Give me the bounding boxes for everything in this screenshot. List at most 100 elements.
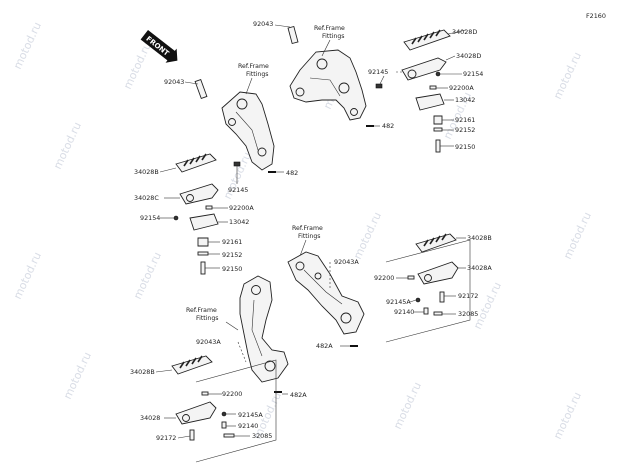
damper-92161-top (433, 115, 443, 125)
part-label: 92154 (140, 214, 160, 222)
watermark: motod.ru (471, 280, 504, 331)
part-label: 13042 (455, 96, 475, 104)
watermark: motod.ru (391, 380, 424, 431)
svg-text:Fittings: Fittings (322, 33, 344, 40)
svg-text:Fittings: Fittings (246, 71, 268, 78)
part-label: 482 (382, 122, 394, 130)
part-label: 32085 (252, 432, 272, 440)
part-label: 92043A (196, 338, 221, 346)
bracket-13042-left (189, 213, 219, 231)
washer-92152-top (433, 127, 443, 132)
washer-92152-left (197, 251, 209, 256)
part-label: 92140 (238, 422, 258, 430)
frame-bracket-top (289, 49, 367, 121)
part-label: 92145 (228, 186, 248, 194)
part-label: 92150 (455, 143, 475, 151)
part-label: 92200A (449, 84, 474, 92)
bolt-92150-top (435, 139, 441, 153)
part-label: 92200A (229, 204, 254, 212)
footpeg-body-left (179, 183, 219, 205)
footpeg-body-top-right (401, 57, 447, 81)
part-label: 34028B (134, 168, 159, 176)
part-label: 92145A (238, 411, 263, 419)
part-label: 92152 (455, 126, 475, 134)
svg-text:Ref.Frame: Ref.Frame (186, 307, 217, 314)
ref-note-top: Ref.Frame Fittings (314, 25, 345, 40)
watermark: motod.ru (121, 40, 154, 91)
part-label: 92161 (222, 238, 242, 246)
part-label: 92043A (334, 258, 359, 266)
pin-92043-left (194, 78, 208, 100)
part-label: 92200 (222, 390, 242, 398)
part-label: 92150 (222, 265, 242, 273)
washer-92200A-left (205, 205, 213, 210)
spring-92154-left (173, 215, 179, 221)
bolt-92150-left (200, 261, 206, 275)
washer-92200A-top (429, 85, 437, 90)
diagram-code: F2160 (586, 12, 606, 20)
washer-32085-right (433, 311, 443, 316)
spring-92145-left (233, 161, 241, 167)
group-outline-right (385, 239, 471, 343)
bracket-13042-top (415, 93, 445, 111)
part-label: 34028B (467, 234, 492, 242)
part-label: 13042 (229, 218, 249, 226)
ref-note-left: Ref.Frame Fittings (238, 63, 269, 78)
part-label: 92152 (222, 251, 242, 259)
part-label: 92145A (386, 298, 411, 306)
watermark: motod.ru (551, 390, 584, 441)
part-label: 34028D (456, 52, 481, 60)
footpeg-rubber-top-right (403, 29, 451, 51)
part-label: 482 (286, 169, 298, 177)
pin-92043-top (287, 25, 299, 45)
svg-text:Ref.Frame: Ref.Frame (238, 63, 269, 70)
spring-92145-top (375, 83, 383, 89)
watermark: motod.ru (131, 250, 164, 301)
ref-note-low: Ref.Frame Fittings (186, 307, 218, 322)
spring-92145A-right (415, 297, 421, 303)
svg-text:Fittings: Fittings (196, 315, 218, 322)
part-label: 92172 (156, 434, 176, 442)
svg-text:Ref.Frame: Ref.Frame (314, 25, 345, 32)
part-label: 92145 (368, 68, 388, 76)
watermark: motod.ru (351, 210, 384, 261)
watermark: motod.ru (561, 210, 594, 261)
part-label: 482A (316, 342, 333, 350)
part-label: 92172 (458, 292, 478, 300)
part-label: 34028B (130, 368, 155, 376)
part-label: 34028D (452, 28, 477, 36)
part-label: 32085 (458, 310, 478, 318)
svg-text:Ref.Frame: Ref.Frame (292, 225, 323, 232)
footpeg-body-right (417, 261, 459, 285)
part-label: 34028A (467, 264, 492, 272)
washer-92200-low (201, 391, 209, 396)
footpeg-rubber-right (415, 233, 457, 253)
watermark: motod.ru (551, 50, 584, 101)
part-label: 92043 (253, 20, 273, 28)
part-label: 92161 (455, 116, 475, 124)
spring-92154-top (435, 71, 441, 77)
washer-92200-right (407, 275, 415, 280)
watermark: motod.ru (61, 350, 94, 401)
svg-text:Fittings: Fittings (298, 233, 320, 240)
part-label: 92043 (164, 78, 184, 86)
washer-32085-low (223, 433, 235, 438)
watermark: motod.ru (51, 120, 84, 171)
damper-92161-left (197, 237, 209, 247)
footpeg-rubber-left (175, 153, 217, 173)
group-outline-low (195, 359, 277, 463)
footpeg-body-low (175, 401, 217, 425)
watermark: motod.ru (11, 250, 44, 301)
pin-92140-right (423, 307, 429, 315)
frame-bracket-low (239, 275, 289, 383)
part-label: 92140 (394, 308, 414, 316)
spring-92145A-low (221, 411, 227, 417)
part-label: 92200 (374, 274, 394, 282)
watermark: motod.ru (11, 20, 44, 71)
frame-bracket-left (221, 91, 275, 171)
part-label: 482A (290, 391, 307, 399)
pin-92140-low (221, 421, 227, 429)
bolt-92172-right (439, 291, 445, 303)
part-label: 34028C (134, 194, 159, 202)
